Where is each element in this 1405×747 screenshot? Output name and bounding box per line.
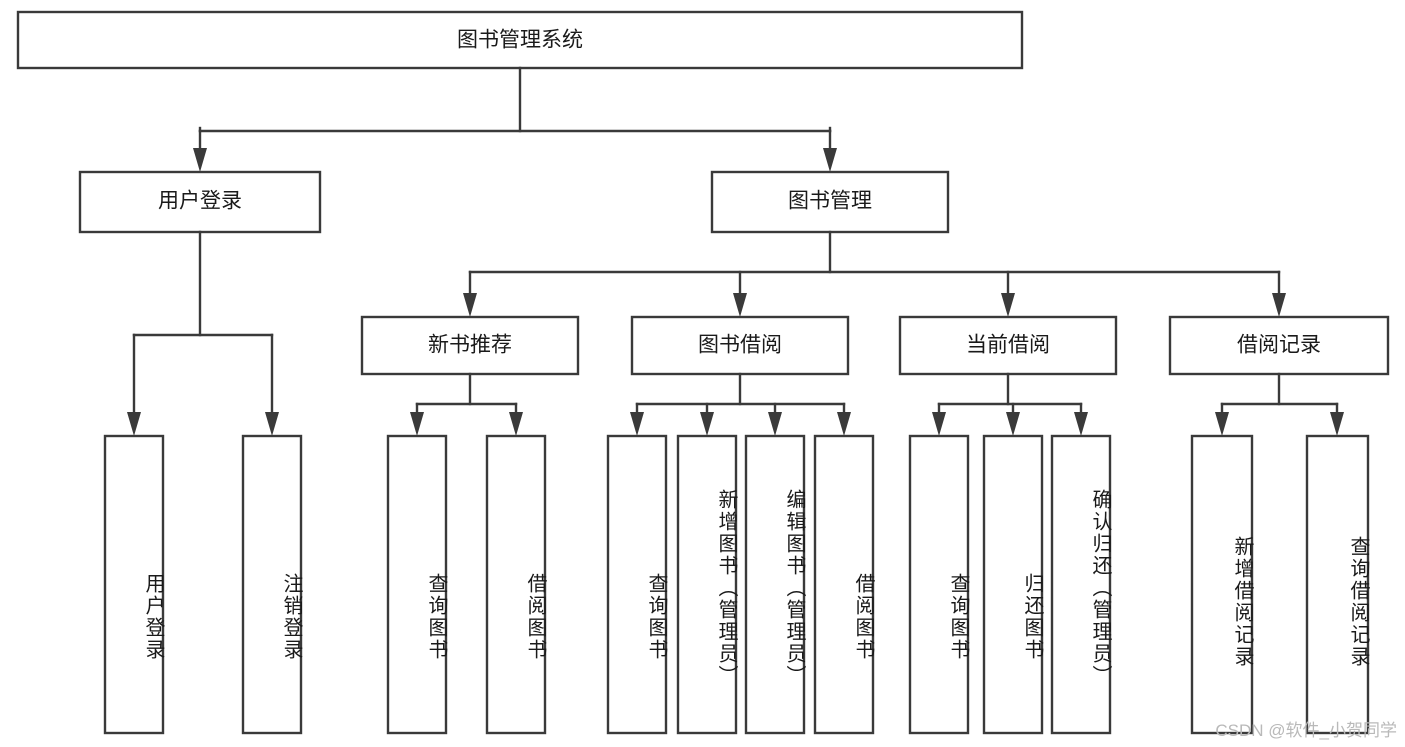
book-manage-label: 图书管理 bbox=[788, 190, 872, 213]
arrow-to-br-query-record bbox=[1330, 412, 1344, 436]
book-borrow-label: 图书借阅 bbox=[698, 334, 782, 357]
leaf-box-nbr-query-book[interactable] bbox=[386, 434, 448, 735]
leaf-box-cb-return-book[interactable] bbox=[982, 434, 1044, 735]
root-label: 图书管理系统 bbox=[457, 29, 583, 52]
csdn-watermark: CSDN @软件_小贺同学 bbox=[1215, 721, 1397, 740]
leaf-box-bb-query-book[interactable] bbox=[606, 434, 668, 735]
node-book-borrow[interactable]: 图书借阅 bbox=[630, 315, 850, 376]
arrow-to-bb-borrow-book bbox=[837, 412, 851, 436]
leaf-box-br-add-record[interactable] bbox=[1190, 434, 1254, 735]
arrow-to-user-login bbox=[193, 148, 207, 172]
new-book-rec-label: 新书推荐 bbox=[428, 334, 512, 357]
book-borrow-box[interactable] bbox=[630, 315, 850, 376]
arrow-to-bb-add-book bbox=[700, 412, 714, 436]
leaf-box-br-query-record[interactable] bbox=[1305, 434, 1370, 735]
node-borrow-record[interactable]: 借阅记录 bbox=[1168, 315, 1390, 376]
arrow-to-cb-confirm-return bbox=[1074, 412, 1088, 436]
arrow-to-new-book-rec bbox=[463, 293, 477, 317]
arrow-to-cb-query-book bbox=[932, 412, 946, 436]
current-borrow-label: 当前借阅 bbox=[966, 334, 1050, 357]
node-book-manage[interactable]: 图书管理 bbox=[710, 170, 950, 234]
node-current-borrow[interactable]: 当前借阅 bbox=[898, 315, 1118, 376]
node-root[interactable]: 图书管理系统 bbox=[16, 10, 1024, 70]
leaf-box-bb-edit-book[interactable] bbox=[744, 434, 806, 735]
current-borrow-box[interactable] bbox=[898, 315, 1118, 376]
node-user-login[interactable]: 用户登录 bbox=[78, 170, 322, 234]
root-box[interactable] bbox=[16, 10, 1024, 70]
user-login-label: 用户登录 bbox=[158, 190, 242, 213]
arrow-to-book-borrow bbox=[733, 293, 747, 317]
leaf-box-bb-add-book[interactable] bbox=[676, 434, 738, 735]
leaf-box-cb-confirm-return[interactable] bbox=[1050, 434, 1112, 735]
new-book-rec-box[interactable] bbox=[360, 315, 580, 376]
borrow-record-box[interactable] bbox=[1168, 315, 1390, 376]
arrow-to-user-logout bbox=[265, 412, 279, 436]
arrow-to-cb-return-book bbox=[1006, 412, 1020, 436]
arrow-to-user-login-do bbox=[127, 412, 141, 436]
arrow-to-borrow-record bbox=[1272, 293, 1286, 317]
arrow-to-book-manage bbox=[823, 148, 837, 172]
leaf-box-nbr-borrow-book[interactable] bbox=[485, 434, 547, 735]
leaf-box-cb-query-book[interactable] bbox=[908, 434, 970, 735]
node-new-book-rec[interactable]: 新书推荐 bbox=[360, 315, 580, 376]
arrow-to-br-add-record bbox=[1215, 412, 1229, 436]
arrow-to-bb-edit-book bbox=[768, 412, 782, 436]
leaf-box-user-login-do[interactable] bbox=[103, 434, 165, 735]
arrow-to-bb-query-book bbox=[630, 412, 644, 436]
borrow-record-label: 借阅记录 bbox=[1237, 334, 1321, 357]
leaf-box-user-logout[interactable] bbox=[241, 434, 303, 735]
arrow-to-nbr-borrow-book bbox=[509, 412, 523, 436]
leaf-box-bb-borrow-book[interactable] bbox=[813, 434, 875, 735]
arrow-to-nbr-query-book bbox=[410, 412, 424, 436]
arrow-to-current-borrow bbox=[1001, 293, 1015, 317]
user-login-box[interactable] bbox=[78, 170, 322, 234]
